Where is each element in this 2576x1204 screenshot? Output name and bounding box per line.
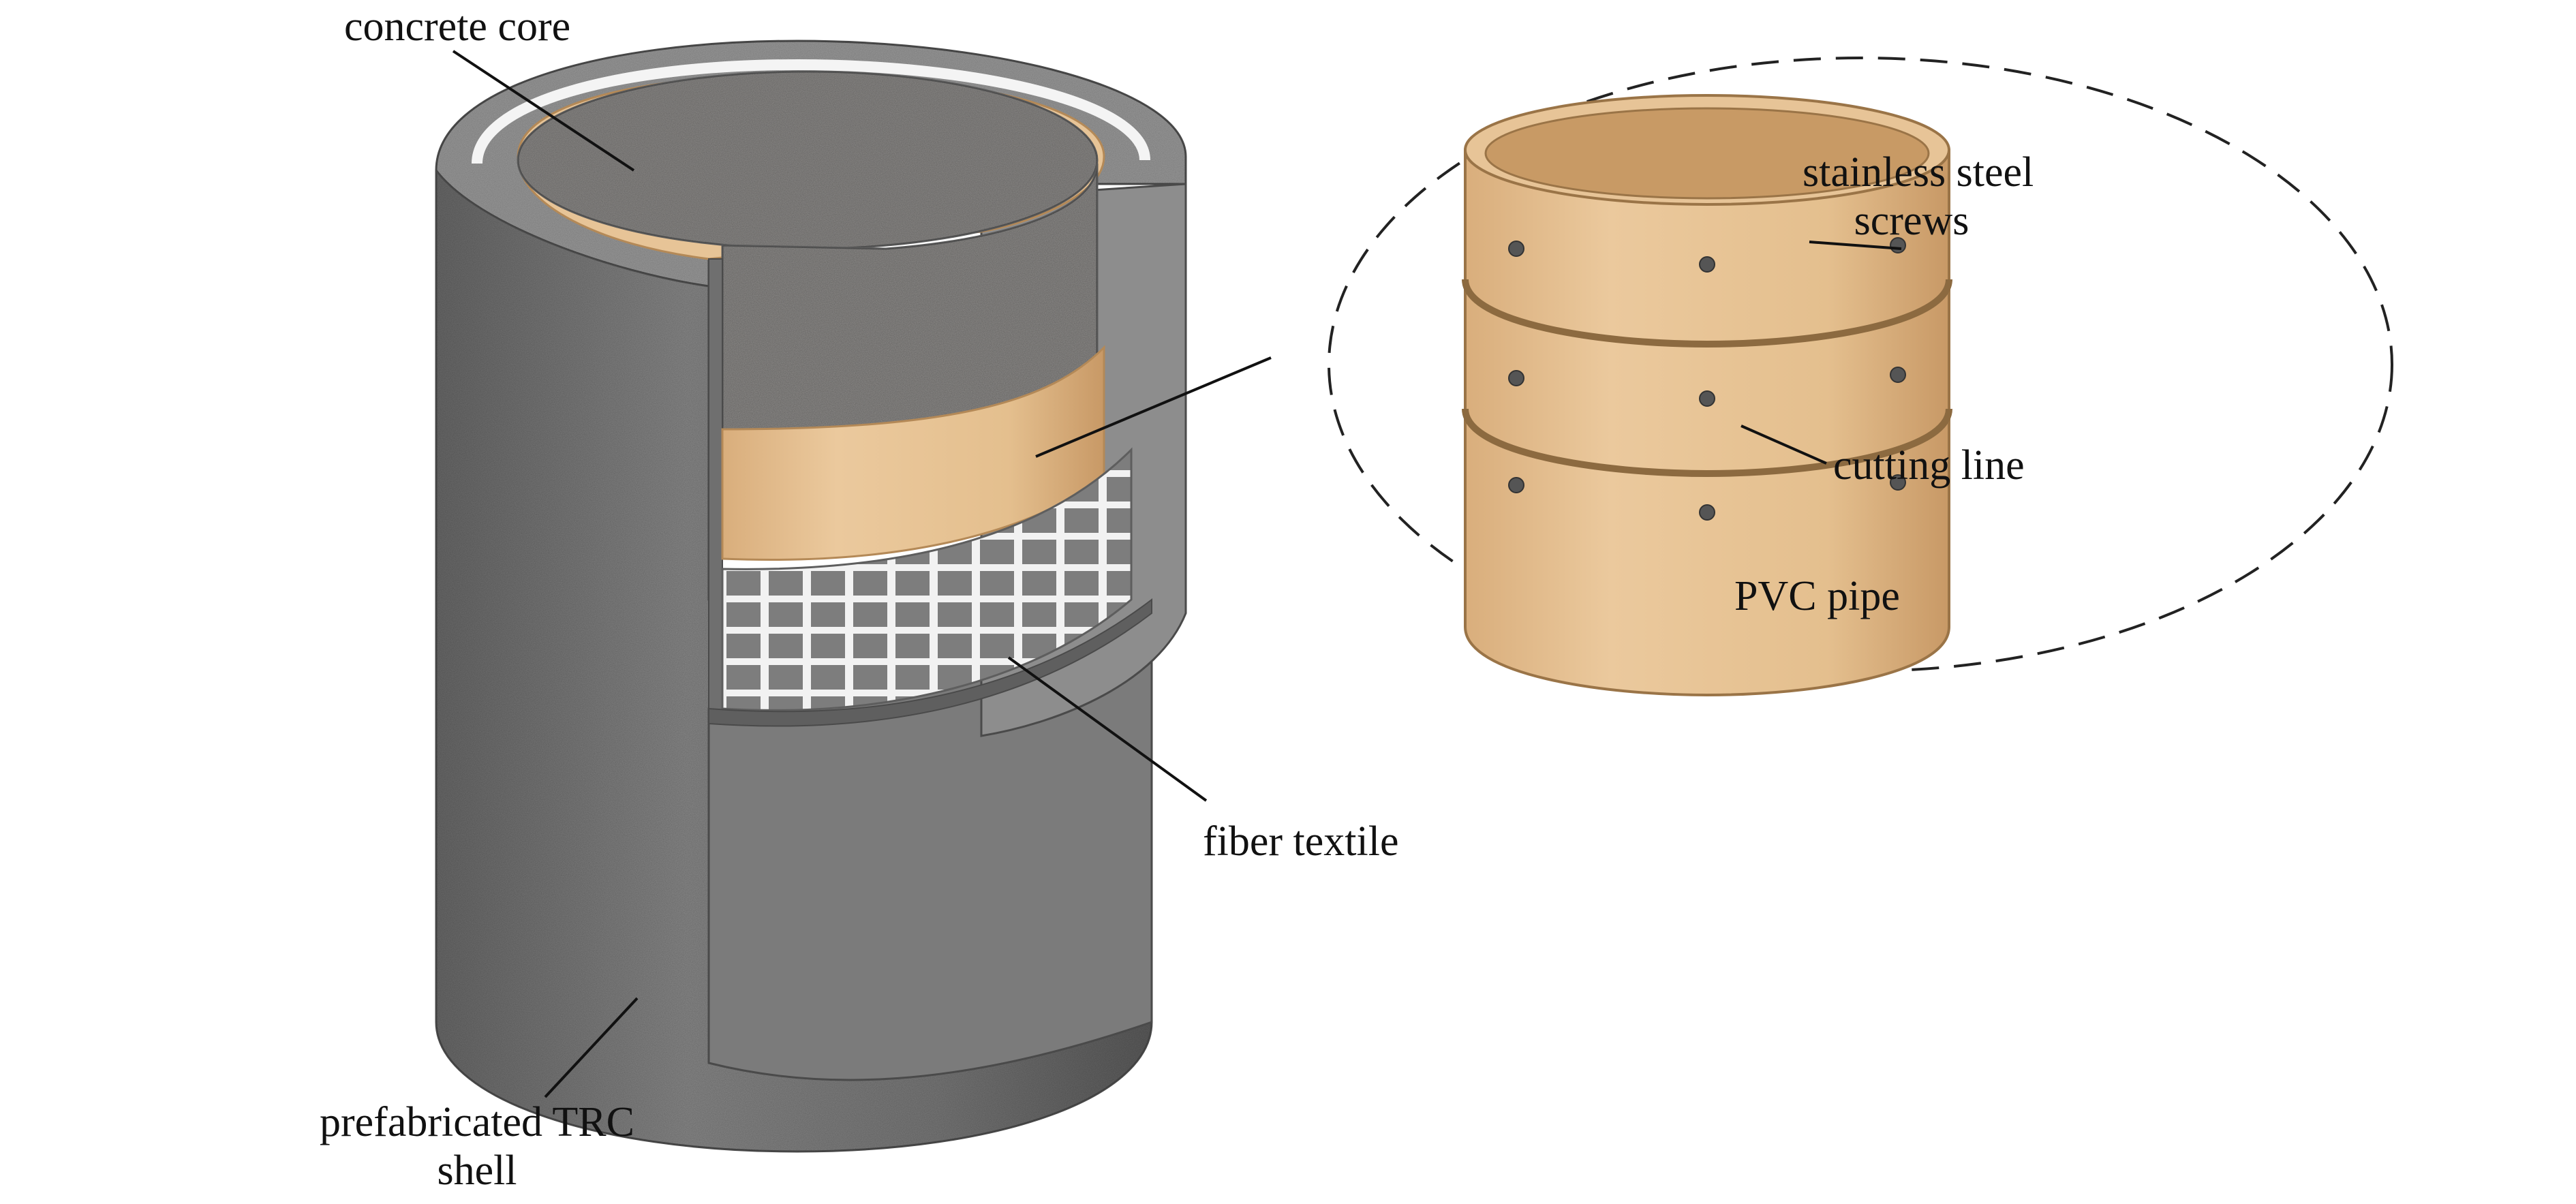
leader-lines <box>452 50 1902 1098</box>
shell-lower-ledge <box>708 598 1152 727</box>
inset-screws <box>1508 237 1906 521</box>
leader-cutting-line <box>1741 425 1827 465</box>
leader-stainless-screws <box>1809 241 1902 250</box>
leader-fiber-textile <box>1007 656 1208 802</box>
screw-icon <box>1508 241 1524 257</box>
label-pvc-pipe: PVC pipe <box>1734 573 1900 619</box>
inset-cutting-line-1 <box>1462 279 1952 348</box>
label-trc-shell-line2: shell <box>437 1147 517 1194</box>
inset-cutting-line-2 <box>1462 408 1952 478</box>
screw-icon <box>1890 367 1906 383</box>
inset-pipe-top-inner <box>1484 107 1930 200</box>
screw-icon <box>1699 504 1715 521</box>
leader-trc-shell <box>544 997 639 1098</box>
column-model <box>435 40 1187 1153</box>
label-trc-shell: prefabricated TRC shell <box>300 1098 654 1196</box>
leader-concrete-core <box>452 50 635 172</box>
leader-pvc-pipe <box>1035 356 1272 458</box>
label-stainless-steel-screws-line1: stainless steel <box>1803 149 2034 196</box>
shell-cut-edge <box>708 258 723 723</box>
concrete-core-top-grain <box>518 72 1097 249</box>
label-stainless-steel-screws-line2: screws <box>1854 198 1969 245</box>
screw-icon <box>1890 474 1906 491</box>
fiber-textile-mesh <box>721 447 1133 711</box>
inset-pipe-body <box>1464 149 1950 697</box>
screw-icon <box>1699 256 1715 273</box>
label-trc-shell-line1: prefabricated TRC <box>320 1099 634 1145</box>
label-stainless-steel-screws: stainless steel screws <box>1803 149 2034 246</box>
screw-icon <box>1508 370 1524 386</box>
textile-top-ring <box>472 59 1150 164</box>
label-concrete-core: concrete core <box>344 3 571 50</box>
screw-icon <box>1699 390 1715 407</box>
screw-icon <box>1508 477 1524 493</box>
inset-dashed-ellipse <box>1328 57 2393 673</box>
pvc-pipe-inset <box>1328 57 2393 697</box>
label-cutting-line: cutting line <box>1833 442 2025 489</box>
concrete-core-cut-grain <box>722 164 1097 436</box>
label-fiber-textile: fiber textile <box>1203 818 1399 865</box>
